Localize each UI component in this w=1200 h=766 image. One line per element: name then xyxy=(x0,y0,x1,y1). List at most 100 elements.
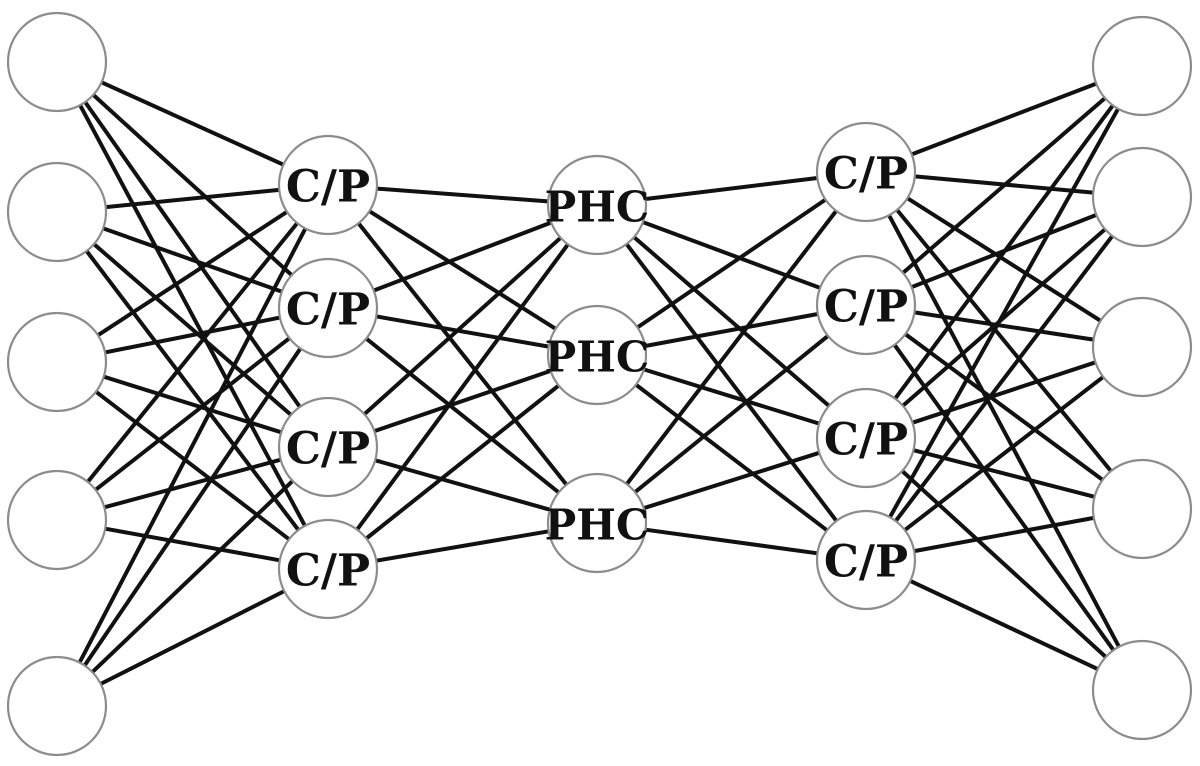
node-label: PHC xyxy=(545,183,650,232)
edge-decoder-1-to-output-1 xyxy=(909,81,1099,157)
edge-decoder-2-to-output-5 xyxy=(892,342,1116,653)
node-input-3 xyxy=(6,311,108,413)
node-circle xyxy=(6,655,108,757)
node-circle xyxy=(277,396,379,498)
edge-decoder-2-to-output-4 xyxy=(903,332,1105,482)
edge-encoder-1-to-bottleneck-1 xyxy=(374,186,551,204)
edge-input-4-to-encoder-1 xyxy=(85,221,300,484)
node-circle xyxy=(277,134,379,236)
node-encoder-1: C/P xyxy=(277,134,379,236)
edge-decoder-3-to-output-3 xyxy=(910,360,1098,425)
edge-decoder-4-to-output-4 xyxy=(912,515,1096,554)
edge-input-2-to-encoder-3 xyxy=(92,242,293,417)
edge-encoder-2-to-bottleneck-3 xyxy=(364,336,561,495)
edge-decoder-3-to-output-1 xyxy=(893,103,1115,401)
connection-edges xyxy=(77,80,1121,686)
edge-encoder-2-to-bottleneck-1 xyxy=(371,220,554,293)
node-circle xyxy=(815,254,917,356)
node-circle xyxy=(1091,15,1193,117)
edge-input-5-to-encoder-3 xyxy=(90,478,295,675)
node-circle xyxy=(1091,639,1193,741)
edge-encoder-4-to-bottleneck-1 xyxy=(355,242,570,532)
edge-input-5-to-encoder-1 xyxy=(77,226,308,665)
edge-input-5-to-encoder-4 xyxy=(98,589,287,686)
node-circle xyxy=(6,311,108,413)
node-circle xyxy=(546,304,648,406)
edge-bottleneck-3-to-decoder-1 xyxy=(624,208,839,487)
node-output-2 xyxy=(1091,146,1193,248)
node-bottleneck-2: PHC xyxy=(545,304,650,406)
edge-input-5-to-encoder-2 xyxy=(82,346,303,668)
node-circle xyxy=(1091,458,1193,560)
node-label: C/P xyxy=(286,546,370,597)
edge-input-4-to-encoder-2 xyxy=(93,336,292,492)
edge-decoder-2-to-output-3 xyxy=(912,310,1096,342)
node-encoder-3: C/P xyxy=(277,396,379,498)
edge-encoder-4-to-bottleneck-2 xyxy=(364,383,561,541)
edge-decoder-4-to-output-3 xyxy=(902,374,1106,533)
node-label: C/P xyxy=(824,149,908,200)
node-label: PHC xyxy=(545,333,650,382)
node-input-1 xyxy=(6,11,108,113)
node-circle xyxy=(815,387,917,489)
node-circle xyxy=(277,518,379,620)
edge-encoder-3-to-bottleneck-2 xyxy=(372,368,553,434)
edge-bottleneck-2-to-decoder-4 xyxy=(634,382,829,533)
node-circle xyxy=(1091,146,1193,248)
edge-encoder-4-to-bottleneck-3 xyxy=(374,529,551,563)
node-bottleneck-3: PHC xyxy=(545,472,650,574)
edge-input-3-to-encoder-1 xyxy=(96,209,289,338)
node-output-5 xyxy=(1091,639,1193,741)
node-circle xyxy=(546,154,648,256)
node-encoder-2: C/P xyxy=(277,257,379,359)
edge-decoder-1-to-output-4 xyxy=(895,207,1113,474)
node-output-4 xyxy=(1091,458,1193,560)
node-decoder-2: C/P xyxy=(815,254,917,356)
edge-input-2-to-encoder-2 xyxy=(101,226,284,294)
node-label: PHC xyxy=(545,501,650,550)
node-label: C/P xyxy=(286,424,370,475)
node-circle xyxy=(6,469,108,571)
node-input-5 xyxy=(6,655,108,757)
node-circle xyxy=(6,11,108,113)
node-circle xyxy=(815,121,917,223)
node-input-2 xyxy=(6,161,108,263)
edge-decoder-4-to-output-2 xyxy=(893,234,1115,523)
node-decoder-3: C/P xyxy=(815,387,917,489)
edge-input-1-to-encoder-1 xyxy=(99,80,286,167)
node-label: C/P xyxy=(824,282,908,333)
edge-input-3-to-encoder-2 xyxy=(103,315,282,355)
edge-bottleneck-1-to-decoder-4 xyxy=(624,242,839,523)
edge-encoder-3-to-bottleneck-1 xyxy=(362,235,563,417)
node-input-4 xyxy=(6,469,108,571)
edge-decoder-1-to-output-3 xyxy=(905,196,1103,323)
node-encoder-4: C/P xyxy=(277,518,379,620)
node-label: C/P xyxy=(824,415,908,466)
node-decoder-1: C/P xyxy=(815,121,917,223)
node-circle xyxy=(6,161,108,263)
edge-decoder-4-to-output-1 xyxy=(887,106,1121,520)
edge-bottleneck-2-to-decoder-2 xyxy=(643,312,820,348)
edge-input-2-to-encoder-4 xyxy=(84,249,301,532)
edge-decoder-3-to-output-5 xyxy=(900,469,1108,659)
node-bottleneck-1: PHC xyxy=(545,154,650,256)
edge-encoder-1-to-bottleneck-3 xyxy=(356,221,569,487)
edge-bottleneck-1-to-decoder-2 xyxy=(640,220,823,290)
node-decoder-4: C/P xyxy=(815,509,917,611)
edge-input-4-to-encoder-4 xyxy=(103,526,282,563)
node-label: C/P xyxy=(286,162,370,213)
edge-input-1-to-encoder-4 xyxy=(78,103,307,528)
node-label: C/P xyxy=(286,285,370,336)
edge-encoder-2-to-bottleneck-2 xyxy=(374,314,551,349)
edge-bottleneck-2-to-decoder-3 xyxy=(641,367,822,426)
node-circle xyxy=(546,472,648,574)
node-circle xyxy=(815,509,917,611)
edge-decoder-1-to-output-5 xyxy=(887,213,1121,649)
edge-decoder-2-to-output-1 xyxy=(901,96,1107,275)
edge-bottleneck-3-to-decoder-4 xyxy=(643,527,820,556)
node-output-1 xyxy=(1091,15,1193,117)
node-label: C/P xyxy=(824,537,908,588)
network-nodes: C/P C/P C/P C/P PHC PHC PHC C/P C/P C/P C/P xyxy=(6,11,1193,757)
node-circle xyxy=(1091,296,1193,398)
